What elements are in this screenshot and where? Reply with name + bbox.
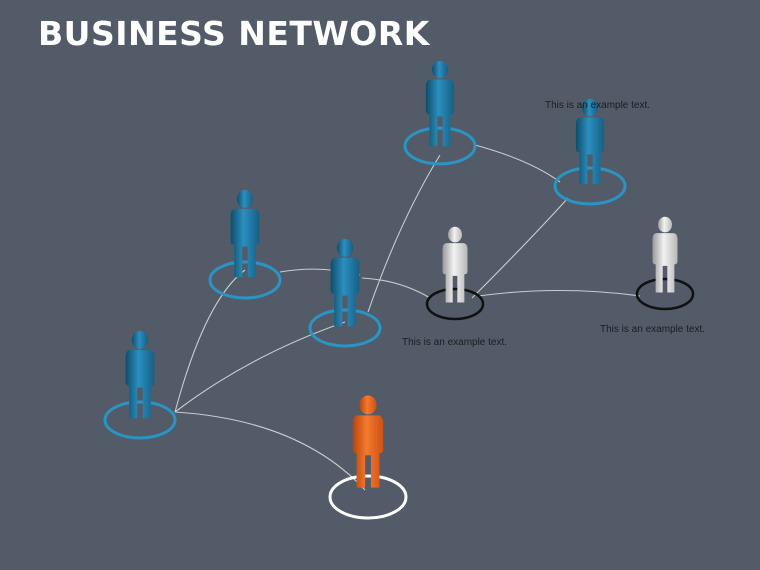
connector bbox=[474, 144, 561, 183]
connector bbox=[361, 277, 431, 299]
person-icon bbox=[230, 189, 260, 278]
ring-base-icon bbox=[425, 287, 485, 321]
ring-base-icon bbox=[635, 277, 695, 311]
connector-lines bbox=[174, 144, 641, 491]
person-icon bbox=[425, 60, 455, 147]
ring-base-icon bbox=[553, 166, 627, 206]
connector bbox=[174, 321, 346, 413]
person-icon bbox=[125, 330, 155, 419]
connector bbox=[174, 411, 366, 491]
caption-top-right: This is an example text. bbox=[545, 100, 651, 111]
connector bbox=[471, 197, 569, 299]
ring-bases bbox=[103, 126, 695, 520]
ring-base-icon bbox=[103, 400, 177, 440]
ring-base-icon bbox=[308, 308, 382, 348]
person-icon bbox=[442, 226, 468, 303]
connector bbox=[174, 269, 246, 413]
ring-base-icon bbox=[328, 474, 408, 520]
ring-base-icon bbox=[208, 260, 282, 300]
person-icon bbox=[575, 98, 605, 185]
slide-title: BUSINESS NETWORK bbox=[38, 14, 430, 53]
caption-right: This is an example text. bbox=[600, 324, 706, 335]
ring-base-icon bbox=[403, 126, 477, 166]
person-icon bbox=[330, 238, 360, 327]
caption-center: This is an example text. bbox=[402, 337, 508, 348]
person-icon bbox=[352, 395, 384, 488]
connector bbox=[477, 289, 641, 297]
connector bbox=[367, 154, 441, 313]
person-icon bbox=[652, 216, 678, 293]
